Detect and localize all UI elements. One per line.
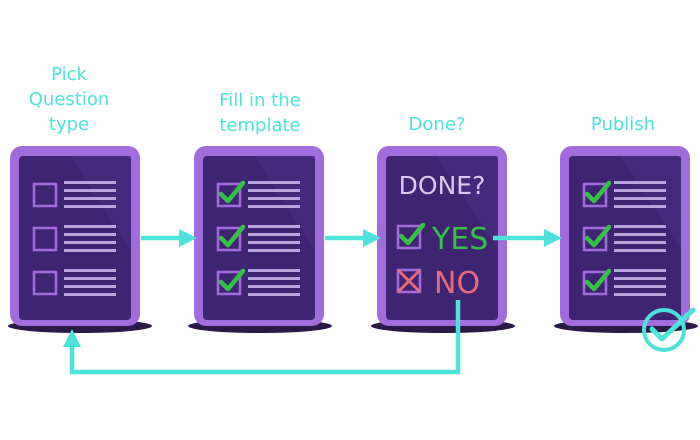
card-pick-question (8, 146, 152, 333)
label-line: Pick (51, 64, 87, 85)
text-lines (64, 225, 116, 252)
text-lines (614, 269, 666, 296)
check-circle-icon (642, 307, 696, 352)
green-checkmark-icon (582, 180, 612, 208)
label-line: template (219, 115, 301, 136)
green-checkmark-icon (582, 268, 612, 296)
empty-checkbox-icon (32, 270, 58, 296)
green-checkmark-icon (216, 224, 246, 252)
screen-sheen (437, 156, 498, 250)
text-lines (614, 225, 666, 252)
step-label-done: Done? (362, 112, 512, 137)
label-line: Question (28, 89, 110, 110)
text-lines (614, 181, 666, 208)
step-label-publish: Publish (548, 112, 698, 137)
card-done: DONE? YES NO (371, 146, 515, 333)
green-checkmark-icon (216, 180, 246, 208)
card-publish (554, 146, 698, 352)
step-label-fill-template: Fill in the template (185, 88, 335, 138)
label-line: type (48, 114, 90, 135)
arrow-no-loop-back (63, 300, 461, 375)
label-line: Fill in the (219, 90, 301, 111)
text-lines (248, 225, 300, 252)
yes-checkbox-icon (396, 222, 426, 250)
label-line: Publish (590, 114, 656, 135)
text-lines (248, 269, 300, 296)
red-x-icon (396, 268, 422, 294)
card-fill-template (188, 146, 332, 333)
green-checkmark-icon (216, 268, 246, 296)
no-label: NO (434, 266, 480, 301)
text-lines (64, 181, 116, 208)
green-checkmark-icon (582, 224, 612, 252)
yes-label: YES (431, 222, 488, 257)
step-label-pick-question-type: Pick Question type (0, 62, 144, 137)
done-heading: DONE? (399, 171, 486, 200)
empty-checkbox-icon (32, 226, 58, 252)
label-line: Done? (408, 114, 466, 135)
text-lines (64, 269, 116, 296)
text-lines (248, 181, 300, 208)
empty-checkbox-icon (32, 182, 58, 208)
